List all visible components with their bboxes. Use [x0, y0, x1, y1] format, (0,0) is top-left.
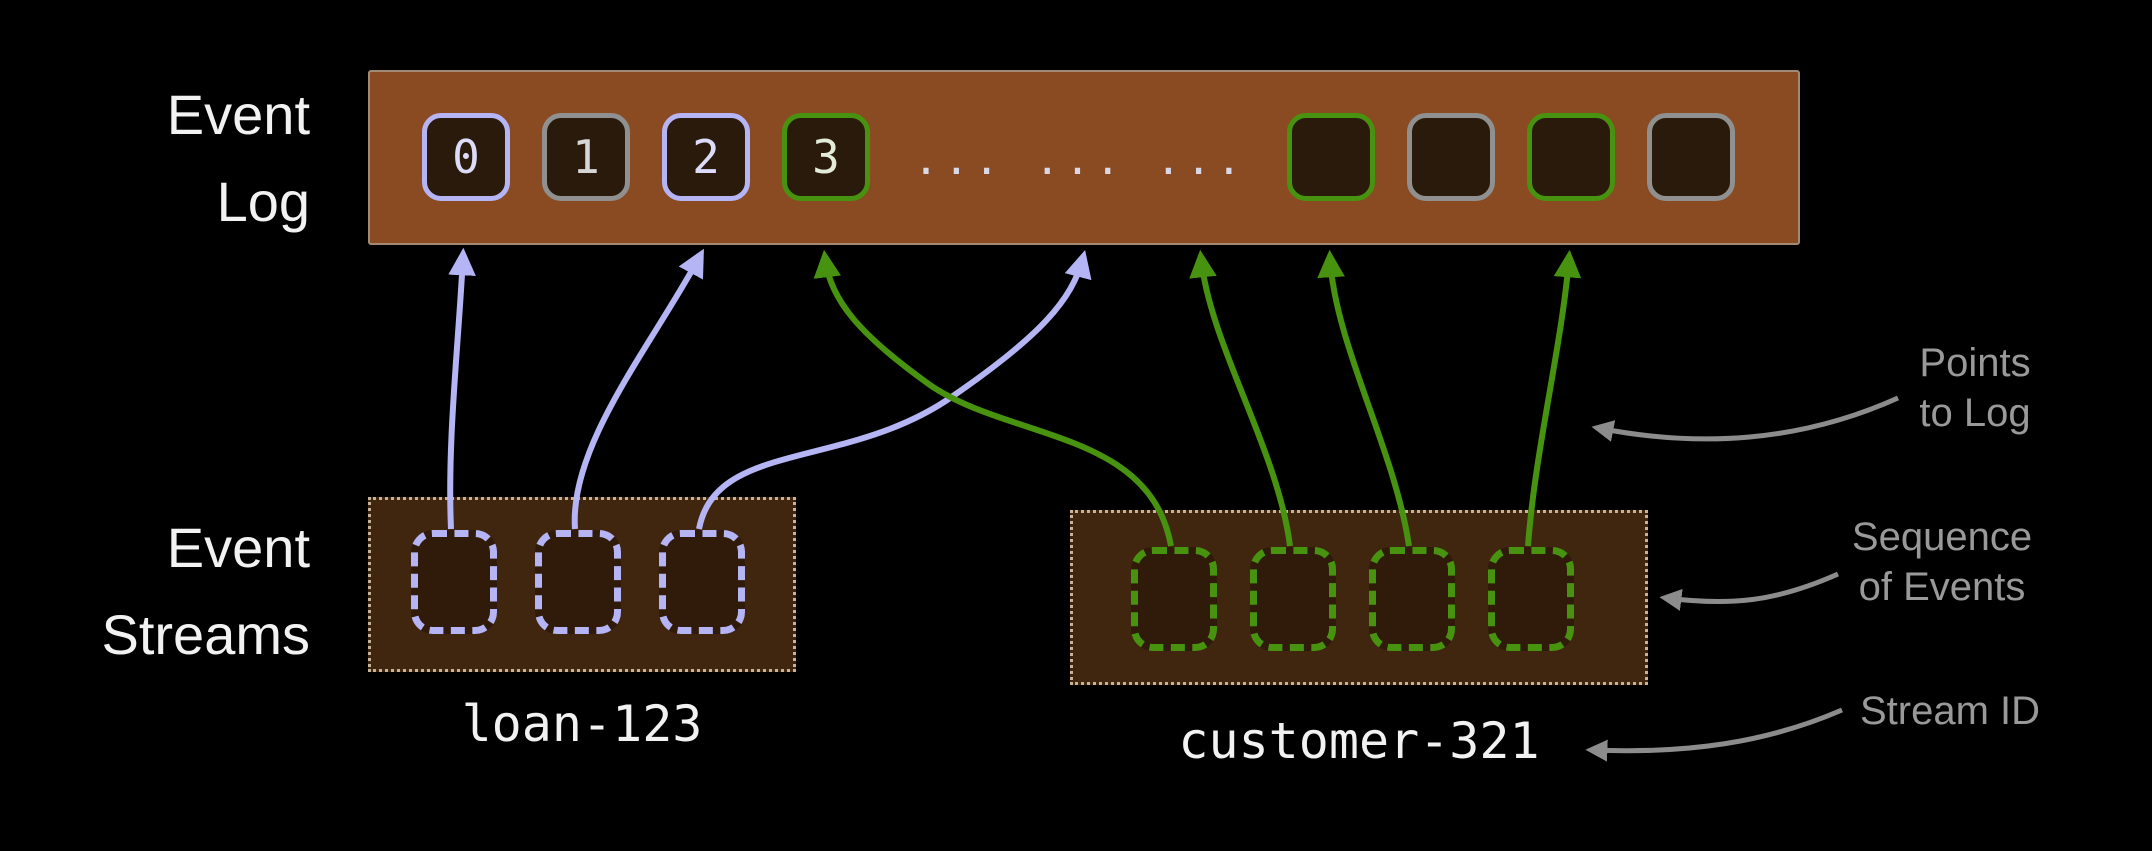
log-cell-5: [1407, 113, 1495, 201]
stream-event-slot: [1131, 547, 1217, 651]
log-cell-0: 0: [422, 113, 510, 201]
stream-event-slot: [659, 530, 745, 634]
event-streams-label-line2: Streams: [101, 602, 311, 666]
annotation-stream-id: Stream ID: [1845, 686, 2055, 736]
arrow-customer-event-to-log-6: [1525, 249, 1582, 547]
arrow-loan-event-to-log-middle: [696, 249, 1092, 530]
event-streams-label: Event Streams: [60, 505, 311, 679]
log-cell-7: [1647, 113, 1735, 201]
stream-event-slot: [1488, 547, 1574, 651]
stream-event-slot: [535, 530, 621, 634]
log-cell-4: [1287, 113, 1375, 201]
arrow-loan-event-to-log-0: [447, 247, 476, 530]
log-cell-3: 3: [782, 113, 870, 201]
arrow-customer-event-to-log-middle: [1189, 249, 1293, 547]
annotation-line: Sequence: [1851, 515, 2033, 559]
arrow-loan-event-to-log-2: [571, 248, 704, 530]
stream-id-customer: customer-321: [1178, 712, 1540, 770]
stream-id-loan: loan-123: [461, 695, 703, 753]
arrow-customer-event-to-log-3: [813, 249, 1174, 547]
log-ellipsis: ... ... ...: [913, 135, 1247, 184]
log-cell-6: [1527, 113, 1615, 201]
stream-event-slot: [1250, 547, 1336, 651]
stream-box-loan: [368, 497, 796, 672]
event-log-label: Event Log: [70, 72, 310, 246]
sequence-of-events-pointer-arrow: [1659, 571, 1840, 611]
annotation-line: of Events: [1858, 565, 2026, 609]
annotation-line: to Log: [1919, 391, 2031, 435]
event-log-bar: 0 1 2 3 ... ... ...: [368, 70, 1800, 245]
annotation-points-to-log: Points to Log: [1880, 338, 2070, 438]
log-cell-2: 2: [662, 113, 750, 201]
stream-event-slot: [1369, 547, 1455, 651]
event-streams-label-line1: Event: [166, 516, 310, 579]
log-cell-1: 1: [542, 113, 630, 201]
annotation-line: Stream ID: [1859, 689, 2041, 733]
arrow-customer-event-to-log-4: [1317, 249, 1412, 547]
stream-event-slot: [411, 530, 497, 634]
annotation-sequence-of-events: Sequence of Events: [1822, 512, 2062, 612]
stream-box-customer: [1070, 510, 1648, 685]
points-to-log-pointer-arrow: [1591, 395, 1900, 442]
event-log-label-line2: Log: [216, 169, 310, 233]
annotation-line: Points: [1919, 341, 2031, 385]
event-log-label-line1: Event: [166, 83, 310, 146]
